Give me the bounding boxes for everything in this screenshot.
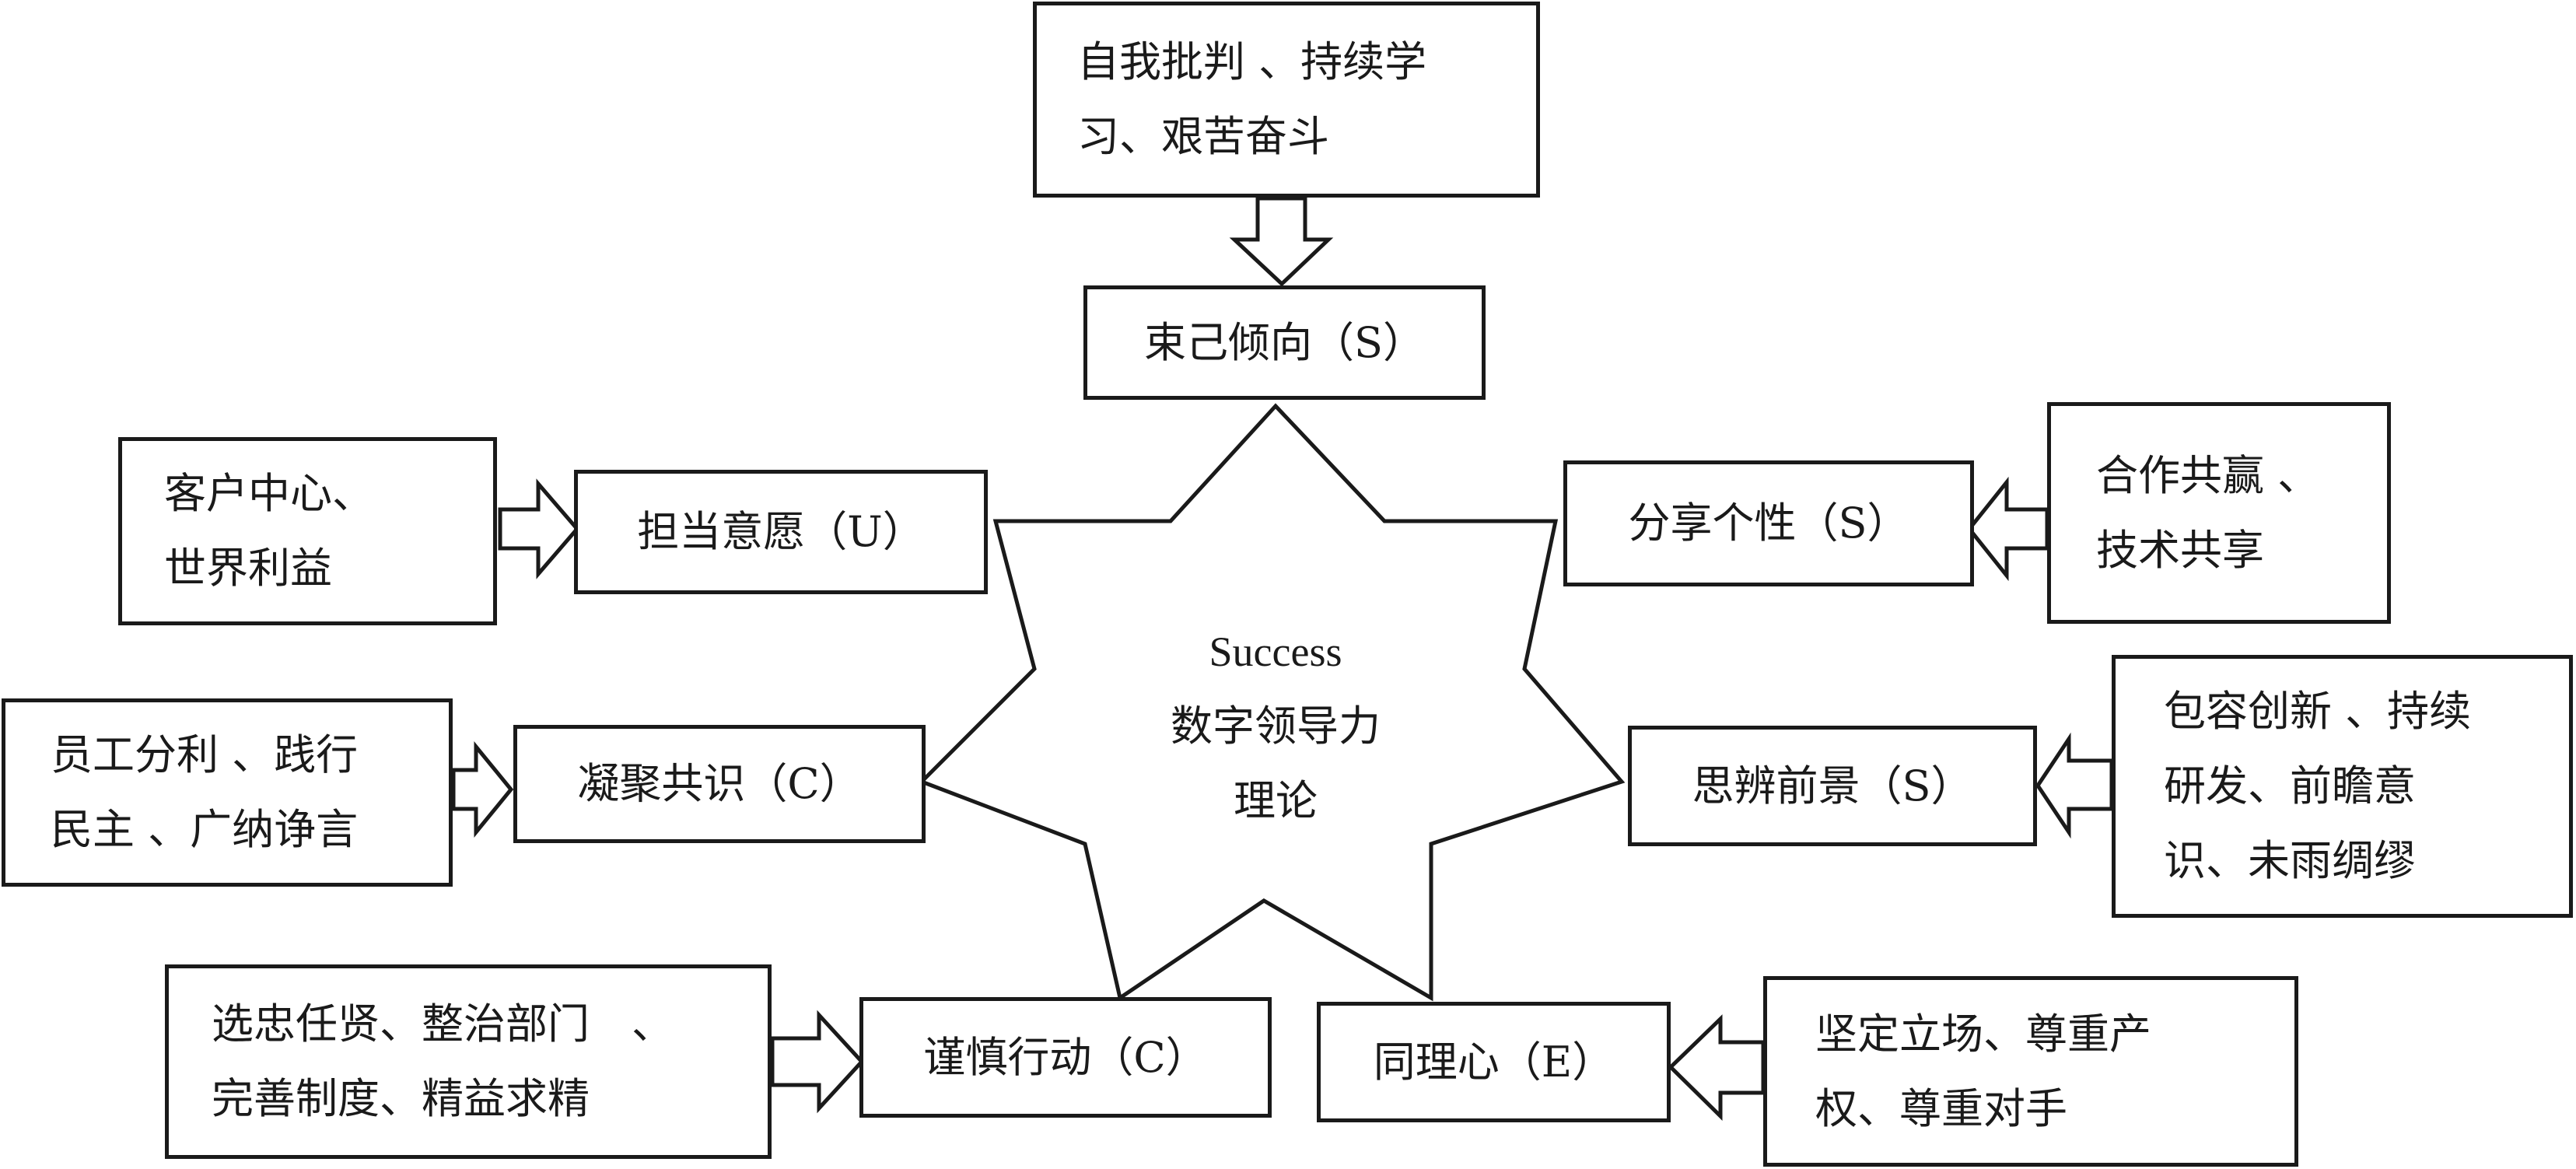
right1-target-box: 分享个性（S） — [1563, 460, 1974, 586]
left2-target-box: 凝聚共识（C） — [513, 725, 926, 843]
left2-source-box: 员工分利 、践行 民主 、广纳诤言 — [2, 698, 453, 887]
left2-source-line-2: 民主 、广纳诤言 — [51, 805, 359, 854]
top-source-line-2: 习、艰苦奋斗 — [1077, 112, 1329, 161]
arrow-right-3 — [1668, 1014, 1766, 1121]
left2-target-label: 凝聚共识（C） — [577, 759, 862, 808]
left1-source-line-1: 客户中心、 — [164, 469, 374, 518]
right2-source-line-1: 包容创新 、持续 — [2164, 687, 2472, 736]
right2-source-line-2: 研发、前瞻意 — [2164, 761, 2416, 810]
right2-source-line-3: 识、未雨绸缪 — [2164, 836, 2416, 885]
left3-target-label: 谨慎行动（C） — [923, 1032, 1208, 1082]
left3-source-line-1: 选忠任贤、整治部门 、 — [212, 999, 674, 1048]
left3-source-box: 选忠任贤、整治部门 、 完善制度、精益求精 — [165, 964, 772, 1159]
left1-target-label: 担当意愿（U） — [637, 507, 925, 556]
center-label: Success 数字领导力 理论 — [1136, 614, 1416, 838]
arrow-right-2 — [2035, 732, 2114, 839]
left1-source-line-2: 世界利益 — [164, 544, 332, 593]
right3-source-box: 坚定立场、尊重产 权、尊重对手 — [1763, 976, 2298, 1167]
right1-target-label: 分享个性（S） — [1628, 499, 1909, 548]
right1-source-box: 合作共赢 、 技术共享 — [2047, 402, 2391, 624]
arrow-left-2 — [451, 740, 514, 838]
left1-source-box: 客户中心、 世界利益 — [118, 437, 497, 625]
right3-target-box: 同理心（E） — [1317, 1002, 1671, 1122]
arrow-right-1 — [1966, 476, 2049, 582]
arrow-top — [1229, 196, 1334, 287]
top-target-box: 束己倾向（S） — [1083, 285, 1486, 400]
left1-target-box: 担当意愿（U） — [574, 470, 988, 594]
left2-source-line-1: 员工分利 、践行 — [51, 730, 359, 779]
top-source-line-1: 自我批判 、持续学 — [1077, 37, 1427, 86]
arrow-left-1 — [498, 478, 580, 579]
center-label-line-3: 理论 — [1234, 776, 1318, 825]
right2-source-box: 包容创新 、持续 研发、前瞻意 识、未雨绸缪 — [2112, 655, 2573, 918]
center-label-line-2: 数字领导力 — [1171, 702, 1381, 751]
arrow-left-3 — [770, 1010, 865, 1114]
left3-target-box: 谨慎行动（C） — [859, 997, 1272, 1118]
right3-target-label: 同理心（E） — [1373, 1037, 1615, 1087]
right2-target-label: 思辨前景（S） — [1692, 761, 1973, 810]
right1-source-line-2: 技术共享 — [2096, 525, 2264, 575]
left3-source-line-2: 完善制度、精益求精 — [212, 1074, 590, 1123]
right2-target-box: 思辨前景（S） — [1628, 726, 2037, 846]
right1-source-line-1: 合作共赢 、 — [2096, 450, 2320, 500]
top-source-box: 自我批判 、持续学 习、艰苦奋斗 — [1033, 2, 1540, 198]
center-star — [918, 403, 1626, 1002]
right3-source-line-2: 权、尊重对手 — [1815, 1083, 2067, 1133]
right3-source-line-1: 坚定立场、尊重产 — [1815, 1009, 2151, 1059]
center-label-line-1: Success — [1209, 628, 1342, 675]
top-target-label: 束己倾向（S） — [1144, 317, 1425, 367]
